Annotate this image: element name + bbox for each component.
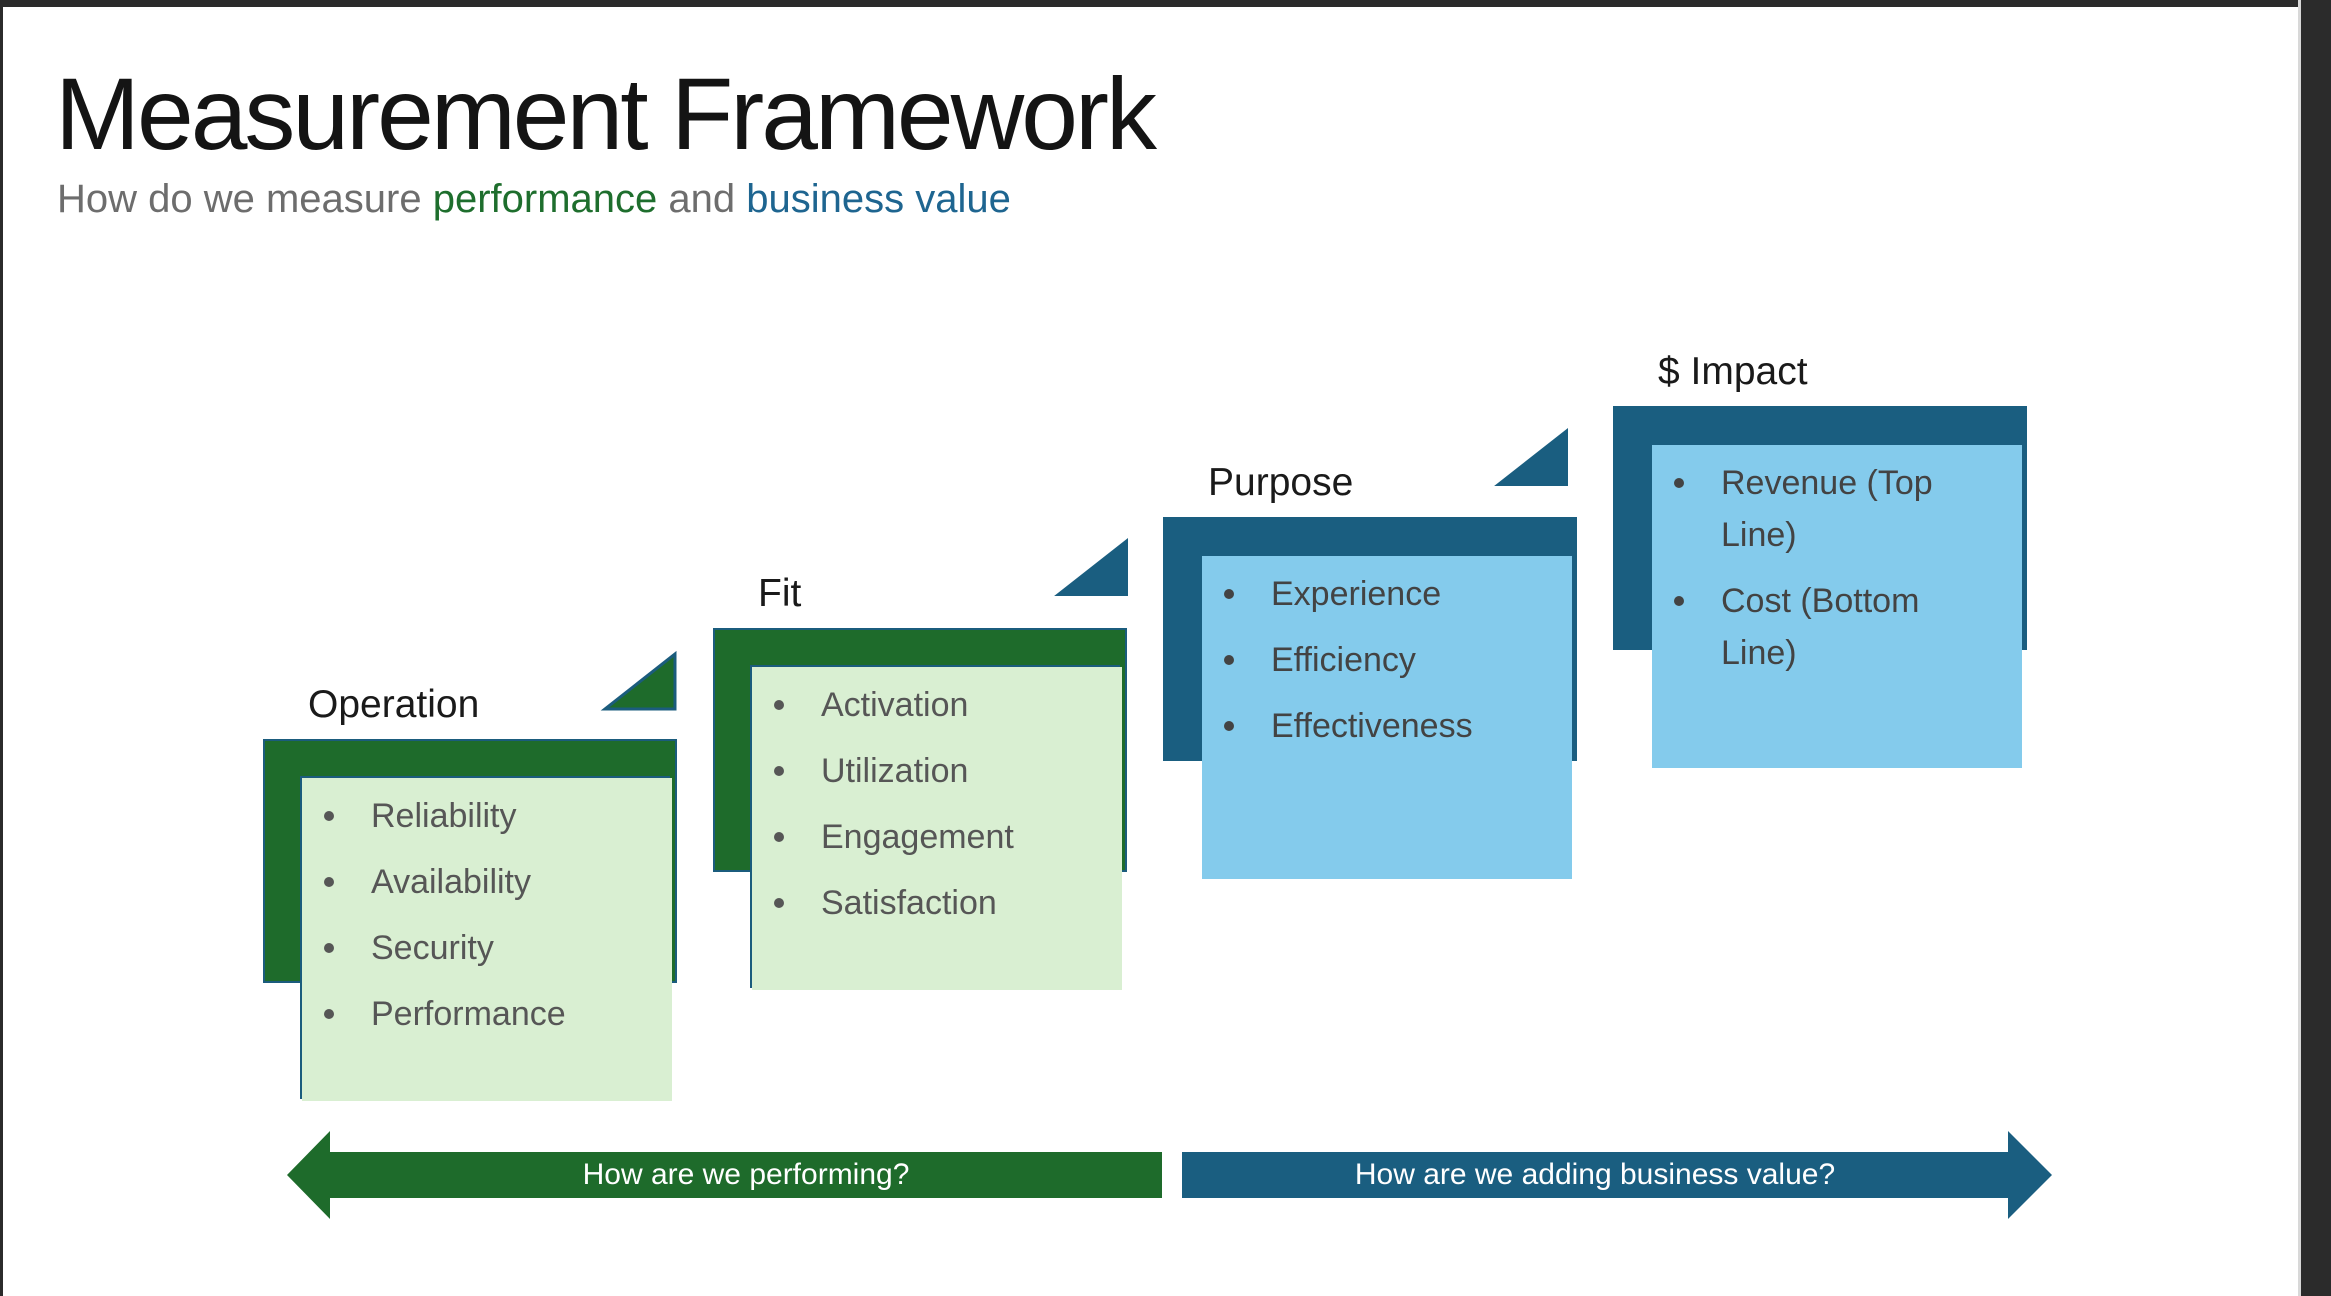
bullet-item: Satisfaction <box>752 877 1122 929</box>
fit-group[interactable]: Fit Activation Utilization Engagement Sa… <box>713 572 1127 990</box>
window-frame-left <box>0 0 3 1296</box>
impact-front-panel[interactable]: Revenue (Top Line) Cost (Bottom Line) <box>1652 445 2022 768</box>
subtitle-text-and: and <box>657 177 747 221</box>
purpose-group[interactable]: Purpose Experience Efficiency Effectiven… <box>1163 461 1577 879</box>
subtitle-text-lead: How do we measure <box>57 177 433 221</box>
bullet-item: Availability <box>302 856 672 908</box>
fit-bullet-list: Activation Utilization Engagement Satisf… <box>752 667 1122 929</box>
performing-arrow-label: How are we performing? <box>582 1158 910 1191</box>
performing-arrow[interactable]: How are we performing? <box>287 1131 1162 1219</box>
business-value-arrow-label: How are we adding business value? <box>1354 1158 1836 1191</box>
operation-front-panel[interactable]: Reliability Availability Security Perfor… <box>302 778 672 1101</box>
bullet-item: Effectiveness <box>1202 700 1572 752</box>
step-up-triangle-purpose-impact[interactable] <box>1494 426 1570 488</box>
bullet-item: Cost (Bottom Line) <box>1652 575 2022 679</box>
impact-label: $ Impact <box>1658 350 1808 393</box>
fit-front-panel[interactable]: Activation Utilization Engagement Satisf… <box>752 667 1122 990</box>
operation-group[interactable]: Operation Reliability Availability Secur… <box>263 683 677 1101</box>
subtitle-text-business-value: business value <box>746 177 1011 221</box>
bullet-item: Efficiency <box>1202 634 1572 686</box>
step-up-triangle-fit-purpose[interactable] <box>1054 536 1130 598</box>
subtitle-text-performance: performance <box>432 177 658 221</box>
bullet-item: Activation <box>752 679 1122 731</box>
purpose-bullet-list: Experience Efficiency Effectiveness <box>1202 556 1572 752</box>
purpose-front-panel[interactable]: Experience Efficiency Effectiveness <box>1202 556 1572 879</box>
business-value-arrow[interactable]: How are we adding business value? <box>1182 1131 2052 1219</box>
operation-bullet-list: Reliability Availability Security Perfor… <box>302 778 672 1040</box>
window-frame-right <box>2298 0 2331 1296</box>
bullet-item: Engagement <box>752 811 1122 863</box>
bullet-item: Reliability <box>302 790 672 842</box>
slide-subtitle: How do we measure performance and busine… <box>57 174 1011 224</box>
operation-label: Operation <box>308 683 480 726</box>
step-up-triangle-operation-fit[interactable] <box>600 650 678 712</box>
bullet-item: Security <box>302 922 672 974</box>
fit-label: Fit <box>758 572 802 615</box>
impact-bullet-list: Revenue (Top Line) Cost (Bottom Line) <box>1652 445 2022 679</box>
slide-title: Measurement Framework <box>55 57 1157 171</box>
purpose-label: Purpose <box>1208 461 1354 504</box>
bullet-item: Utilization <box>752 745 1122 797</box>
impact-group[interactable]: $ Impact Revenue (Top Line) Cost (Bottom… <box>1613 350 2027 768</box>
bullet-item: Performance <box>302 988 672 1040</box>
window-frame-top <box>0 0 2331 7</box>
bullet-item: Experience <box>1202 568 1572 620</box>
bullet-item: Revenue (Top Line) <box>1652 457 2022 561</box>
